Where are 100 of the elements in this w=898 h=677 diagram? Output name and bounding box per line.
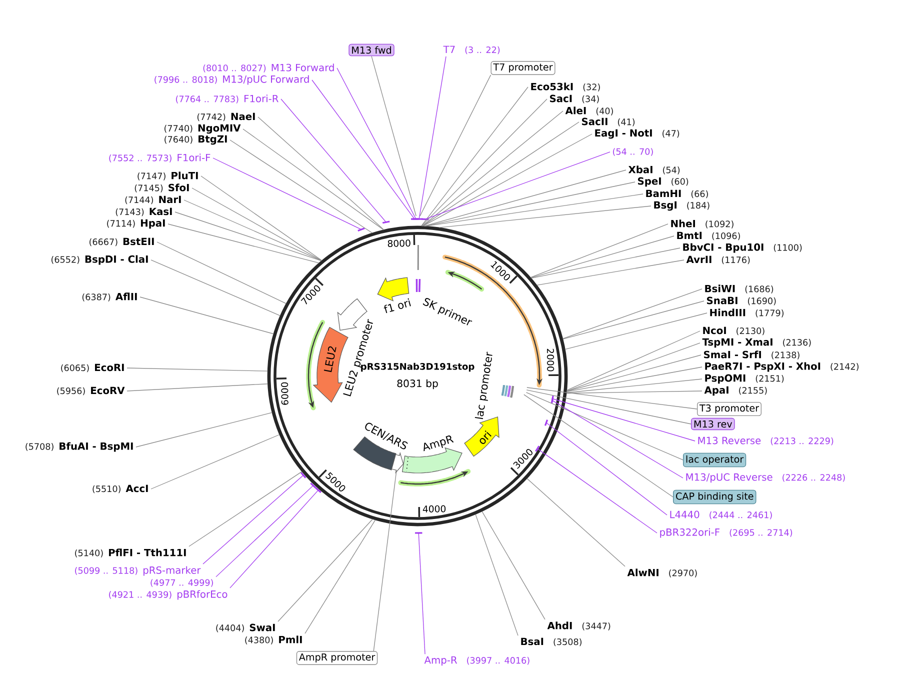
primer-label: (4977 .. 4999) bbox=[150, 579, 213, 587]
site-label: (4404) SwaI bbox=[216, 624, 275, 632]
site-label: (7740) NgoMIV bbox=[164, 124, 241, 134]
leader-line bbox=[530, 236, 674, 278]
leader-line bbox=[524, 394, 674, 498]
site-label: EagI - NotI (47) bbox=[595, 129, 680, 139]
site-label: NcoI (2130) bbox=[703, 326, 764, 336]
site-label: BsgI (184) bbox=[654, 201, 710, 211]
site-label: (7640) BtgZI bbox=[164, 135, 227, 145]
tick-label: 6000 bbox=[281, 382, 288, 405]
leader-line bbox=[438, 206, 652, 228]
primer-label: (5099 .. 5118) pRS-marker bbox=[75, 566, 201, 576]
site-label: (7145) SfoI bbox=[134, 184, 189, 192]
primer-label: (8010 .. 8027) M13 Forward bbox=[203, 64, 334, 72]
site-label: (6387) AflII bbox=[82, 292, 137, 302]
leader-line bbox=[418, 532, 426, 654]
leader-line bbox=[202, 474, 304, 564]
primer-label: (4921 .. 4939) pBRforEco bbox=[109, 590, 228, 600]
site-label: ApaI (2155) bbox=[704, 386, 767, 396]
leader-line bbox=[126, 384, 268, 392]
leader-line bbox=[312, 80, 415, 220]
site-label: SpeI (60) bbox=[638, 177, 688, 187]
feature-tag: M13 fwd bbox=[348, 44, 394, 56]
leader-line bbox=[536, 260, 684, 286]
tick-label: 8000 bbox=[388, 240, 410, 248]
site-label: AlwNI (2970) bbox=[627, 568, 697, 578]
leader-line bbox=[242, 128, 384, 230]
primer-label: T7 (3 .. 22) bbox=[443, 46, 500, 54]
leader-line bbox=[424, 152, 610, 220]
leader-line bbox=[422, 134, 592, 226]
site-label: AleI (40) bbox=[565, 106, 613, 116]
node-label: f1 ori bbox=[384, 298, 411, 314]
leader-line bbox=[564, 312, 708, 350]
leader-line bbox=[566, 390, 702, 394]
leader-line bbox=[212, 158, 362, 230]
leader-line bbox=[258, 116, 384, 230]
leader-line bbox=[150, 260, 280, 316]
primer-label: pBR322ori-F (2695 .. 2714) bbox=[660, 528, 792, 538]
site-label: BmtI (1096) bbox=[677, 232, 740, 240]
primer-label: L4440 (2444 .. 2461) bbox=[670, 510, 772, 520]
feature-tag: T7 promoter bbox=[490, 61, 556, 75]
feature-tag: T3 promoter bbox=[697, 402, 762, 416]
site-label: SacII (41) bbox=[582, 118, 635, 126]
leader-line bbox=[566, 330, 700, 391]
site-label: BamHI (66) bbox=[646, 190, 708, 198]
leader-line bbox=[552, 400, 684, 478]
leader-line bbox=[562, 300, 704, 340]
leader-line bbox=[530, 224, 668, 278]
leader-line bbox=[552, 398, 696, 442]
leader-line bbox=[230, 490, 319, 588]
site-label: BsaI (3508) bbox=[521, 638, 582, 646]
leader-line bbox=[188, 471, 302, 547]
leader-line bbox=[216, 485, 314, 578]
site-label: (7144) NarI bbox=[125, 196, 181, 204]
leader-line bbox=[566, 366, 702, 392]
feature-tag: lac operator bbox=[683, 452, 746, 468]
leader-line bbox=[192, 188, 322, 261]
leader-line bbox=[530, 248, 680, 279]
site-label: (7143) KasI bbox=[116, 208, 172, 216]
leader-line bbox=[156, 242, 286, 304]
site-label: SacI (34) bbox=[550, 94, 599, 104]
site-label: BbvCI - Bpu10I (1100) bbox=[683, 243, 802, 253]
site-label: (5140) PflFI - Tth111I bbox=[75, 548, 186, 558]
site-label: (6667) BstEII bbox=[90, 238, 154, 246]
primer-label: (7552 .. 7573) F1ori-F bbox=[109, 154, 210, 162]
leader-line bbox=[418, 56, 446, 220]
leader-line bbox=[150, 434, 280, 490]
leader-line bbox=[371, 56, 416, 216]
primer-label: (54 .. 70) bbox=[613, 148, 653, 156]
leader-line bbox=[422, 122, 580, 226]
site-label: (6065) EcoRI bbox=[61, 364, 124, 372]
site-label: (6552) BspDI - ClaI bbox=[52, 255, 148, 265]
site-label: SmaI - SrfI (2138) bbox=[704, 350, 800, 360]
leader-line bbox=[420, 74, 492, 216]
leader-line bbox=[424, 170, 626, 226]
leader-line bbox=[421, 98, 548, 226]
feature-tag: M13 rev bbox=[691, 418, 735, 430]
leader-line bbox=[562, 288, 702, 339]
leader-line bbox=[140, 296, 274, 334]
leader-line bbox=[482, 511, 546, 620]
site-label: NheI (1092) bbox=[671, 220, 734, 228]
primer-label: (7996 .. 8018) M13/pUC Forward bbox=[154, 75, 309, 85]
feature-tag: AmpR promoter bbox=[296, 651, 378, 665]
site-label: (4380) PmlI bbox=[245, 636, 302, 644]
site-label: PaeR7I - PspXI - XhoI (2142) bbox=[705, 362, 858, 372]
leader-line bbox=[526, 478, 626, 567]
site-label: (7114) HpaI bbox=[107, 219, 165, 229]
primer-label: M13 Reverse (2213 .. 2229) bbox=[698, 436, 834, 446]
site-label: AvrII (1176) bbox=[686, 256, 750, 264]
leader-line bbox=[537, 448, 658, 534]
leader-line bbox=[136, 412, 272, 448]
site-label: XbaI (54) bbox=[628, 166, 680, 174]
tick-label: 4000 bbox=[422, 505, 446, 512]
feature-segment: f1 ori bbox=[377, 277, 411, 314]
site-label: (5956) EcoRV bbox=[57, 386, 125, 396]
tick-label: 2000 bbox=[546, 348, 554, 372]
feature-segment bbox=[391, 452, 404, 474]
site-label: Eco53kI (32) bbox=[531, 82, 600, 92]
site-label: BsiWI (1686) bbox=[705, 284, 774, 294]
site-label: (5510) AccI bbox=[92, 484, 148, 494]
